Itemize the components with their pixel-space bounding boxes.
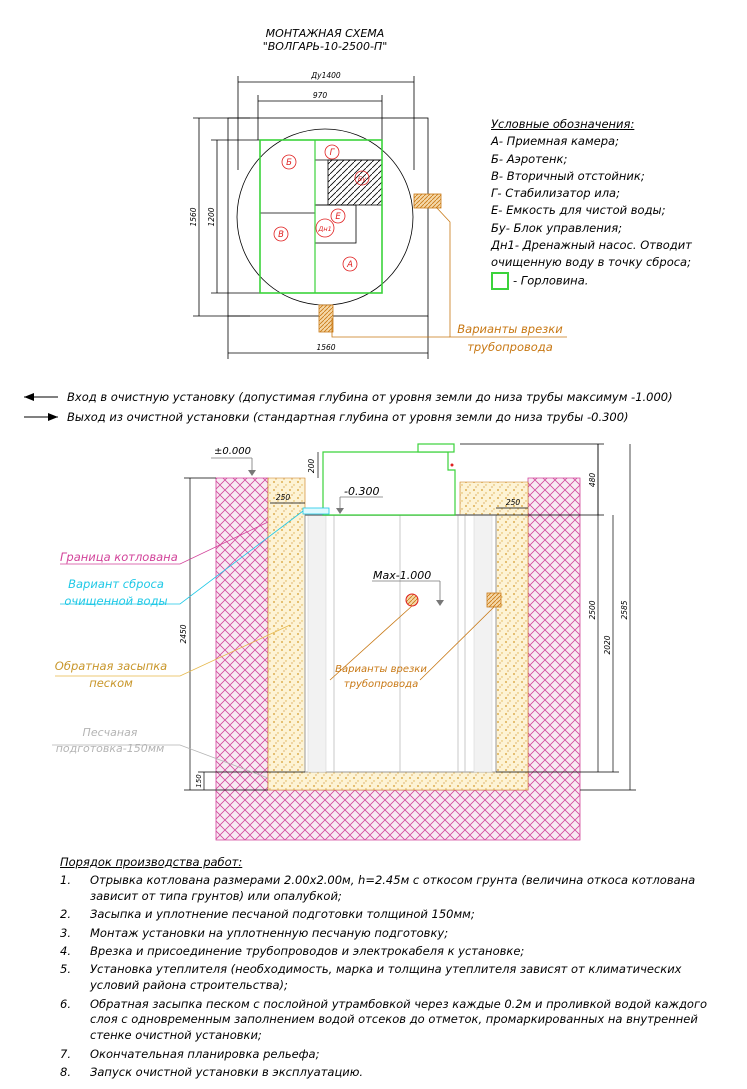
pipe-bottom-plan <box>318 304 334 333</box>
dim-970: 970 <box>313 91 328 100</box>
neck-swatch-icon <box>491 271 509 290</box>
step-number: 7. <box>60 1046 71 1061</box>
legend-neck-label: - Горловина. <box>513 273 589 288</box>
step-number: 8. <box>60 1064 71 1079</box>
neck-outline <box>259 139 383 294</box>
steps-title: Порядок производства работ: <box>60 855 243 869</box>
step-item: 7. Окончательная планировка рельефа; <box>60 1047 725 1063</box>
step-number: 1. <box>60 873 71 887</box>
plan-pipe-note-2: трубопровода <box>467 340 553 354</box>
legend-item: Е- Емкость для чистой воды; <box>491 203 666 218</box>
outlet-text: Выход из очистной установки (стандартная… <box>67 410 629 424</box>
step-number: 6. <box>60 996 71 1011</box>
label-a: А <box>346 260 353 270</box>
plan-view <box>193 76 429 359</box>
note-sand-1: Песчаная <box>83 726 138 739</box>
label-e: Е <box>335 212 341 222</box>
step-number: 3. <box>60 925 71 940</box>
dim-2020: 2020 <box>603 635 612 654</box>
step-text: Засыпка и уплотнение песчаной подготовки… <box>90 907 475 922</box>
step-item: 1. Отрывка котлована размерами 2.00х2.00м… <box>60 873 725 905</box>
section-view <box>184 443 636 841</box>
step-number: 2. <box>60 907 71 922</box>
label-v: В <box>278 230 284 240</box>
label-b: Б <box>286 158 292 168</box>
control-block <box>327 159 383 206</box>
dim-480: 480 <box>588 473 597 488</box>
step-text: Обратная засыпка песком с послойной утра… <box>90 996 708 1043</box>
dim-2500: 2500 <box>588 600 597 619</box>
dim-1560-v: 1560 <box>189 207 198 226</box>
label-g: Г <box>330 148 336 158</box>
step-item: 5. Установка утеплителя (необходимость, м… <box>60 962 725 994</box>
step-text: Окончательная планировка рельефа; <box>90 1046 320 1061</box>
dim-2450: 2450 <box>179 624 188 643</box>
section-leaders <box>52 510 495 779</box>
legend-item: Бу- Блок управления; <box>491 220 623 235</box>
dim-1200-v: 1200 <box>207 207 216 226</box>
level-zero: ±0.000 <box>214 446 251 457</box>
pipe-right-plan <box>413 193 442 209</box>
title-line2: "ВОЛГАРЬ-10-2500-П" <box>263 40 388 53</box>
step-text: Отрывка котлована размерами 2.00х2.00м, … <box>90 873 696 903</box>
step-text: Монтаж установки на уплотненную песчаную… <box>90 925 449 940</box>
note-pit: Граница котлована <box>60 550 178 564</box>
step-text: Установка утеплителя (необходимость, мар… <box>90 962 682 993</box>
note-pipes-2: трубопровода <box>344 678 418 690</box>
plan-pipe-note-1: Варианты врезки <box>457 322 563 336</box>
step-item: 3. Монтаж установки на уплотненную песчан… <box>60 926 725 942</box>
step-item: 6. Обратная засыпка песком с послойной ут… <box>60 997 725 1044</box>
level-03: -0.300 <box>344 485 379 498</box>
legend-title: Условные обозначения: <box>491 117 635 131</box>
label-dn: Дн1 <box>317 225 331 233</box>
work-steps: Порядок производства работ: 1. Отрывка ко… <box>60 855 725 1083</box>
dim-250-left: 250 <box>276 493 291 502</box>
note-backfill-2: песком <box>89 676 133 690</box>
legend-item: А- Приемная камера; <box>491 134 619 149</box>
note-discharge-2: очищенной воды <box>64 594 167 608</box>
title-line1: МОНТАЖНАЯ СХЕМА <box>266 27 385 40</box>
label-bu: Бу <box>358 175 366 183</box>
note-sand-2: подготовка-150мм <box>56 742 165 755</box>
inlet-text: Вход в очистную установку (допустимая гл… <box>67 390 673 404</box>
step-item: 2. Засыпка и уплотнение песчаной подготов… <box>60 907 725 923</box>
legend-item: очищенную воду в точку сброса; <box>491 255 691 270</box>
step-item: 4. Врезка и присоединение трубопроводов и… <box>60 944 725 960</box>
step-number: 4. <box>60 943 71 958</box>
note-discharge-1: Вариант сброса <box>68 577 164 591</box>
compartment-labels <box>273 144 370 272</box>
dim-150: 150 <box>195 774 203 788</box>
note-backfill-1: Обратная засыпка <box>55 659 167 673</box>
dim-250-right: 250 <box>506 498 521 507</box>
plan-pipe-leader <box>435 206 567 338</box>
step-number: 5. <box>60 962 71 977</box>
flow-arrows <box>24 393 58 421</box>
legend-neck: - Горловина. <box>491 271 731 290</box>
dim-1560-h: 1560 <box>316 343 335 352</box>
note-pipes-1: Варианты врезки <box>335 664 427 675</box>
step-text: Врезка и присоединение трубопроводов и э… <box>90 943 525 958</box>
legend-item: Б- Аэротенк; <box>491 151 568 166</box>
dim-2585: 2585 <box>620 600 629 619</box>
legend: Условные обозначения: А- Приемная камера… <box>491 116 731 290</box>
dim-200: 200 <box>307 459 316 474</box>
legend-item: Г- Стабилизатор ила; <box>491 186 620 201</box>
step-text: Запуск очистной установки в эксплуатацию… <box>90 1064 364 1079</box>
legend-item: В- Вторичный отстойник; <box>491 168 645 183</box>
level-max: Max-1.000 <box>373 569 431 582</box>
legend-item: Дн1- Дренажный насос. Отводит <box>491 238 692 253</box>
dim-du: Ду1400 <box>310 71 341 80</box>
step-item: 8. Запуск очистной установки в эксплуатац… <box>60 1065 725 1081</box>
